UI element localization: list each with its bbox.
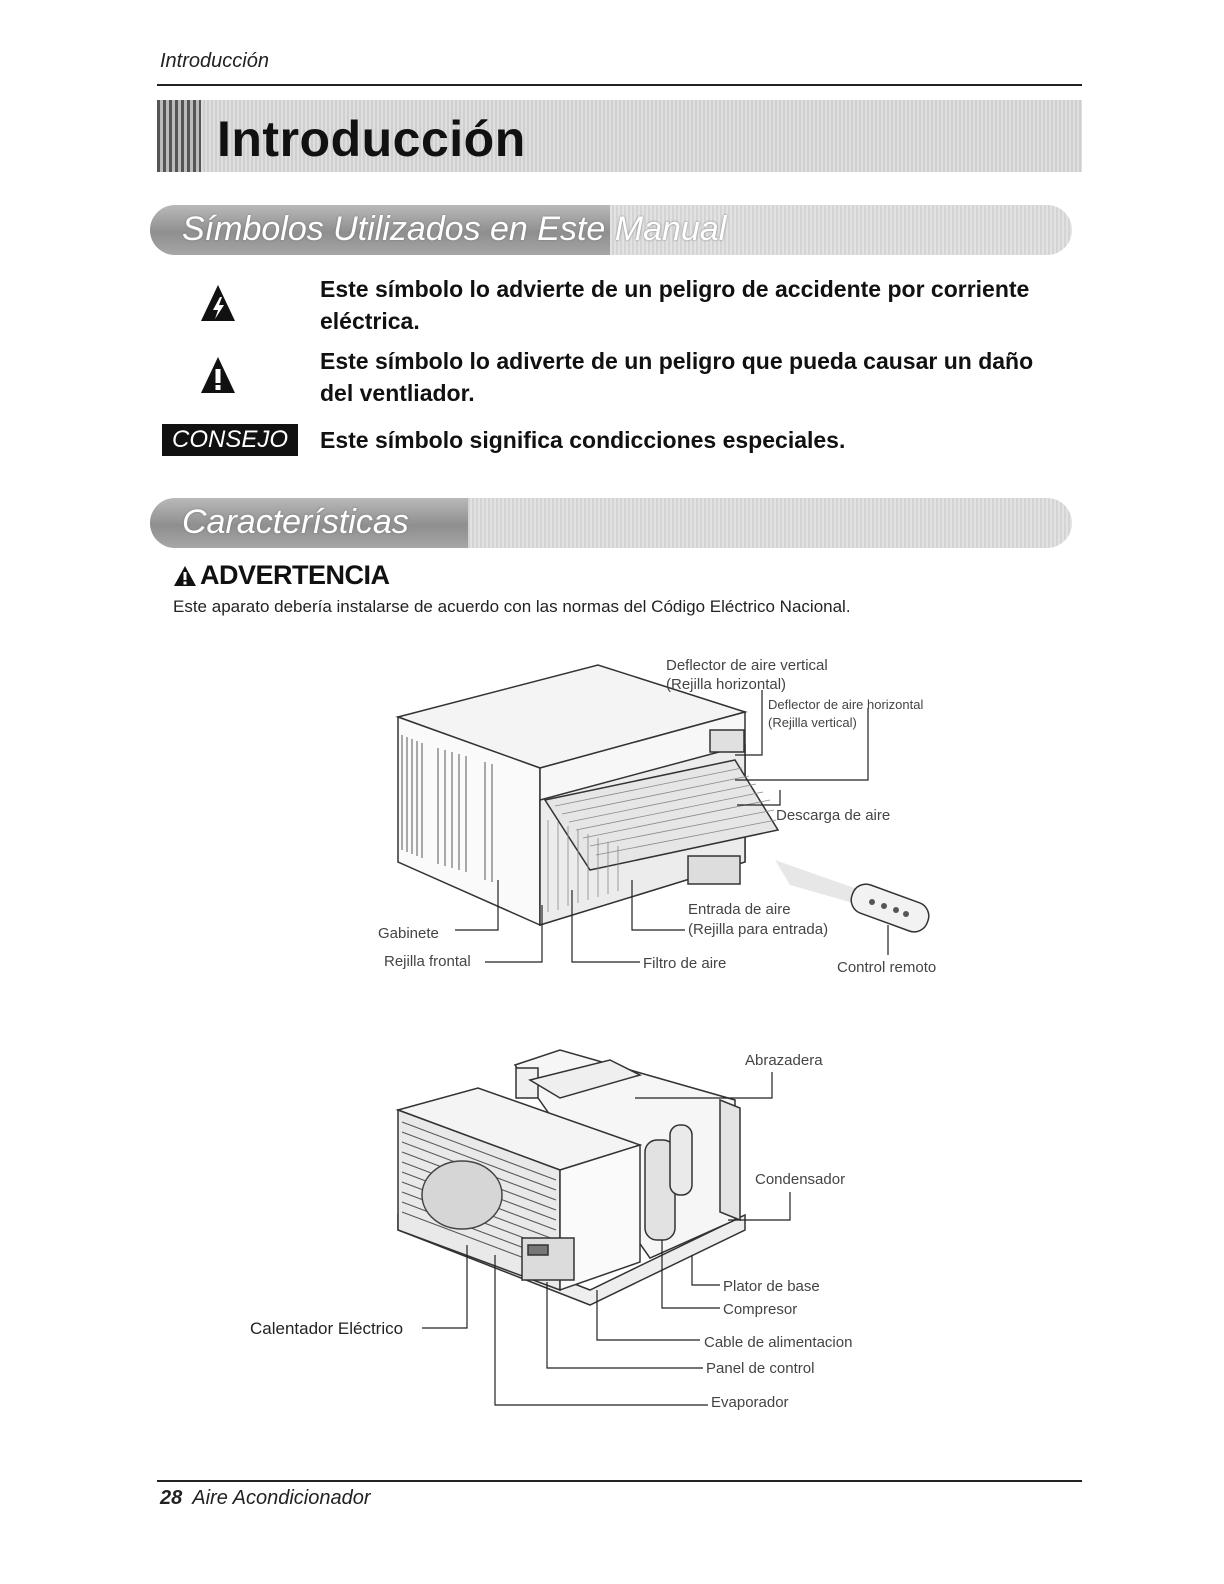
section-heading-features: Características	[150, 498, 1072, 548]
section-heading-symbols: Símbolos Utilizados en Este Manual	[150, 205, 1072, 255]
symbol-text-warning: Este símbolo lo adiverte de un peligro q…	[320, 348, 1034, 406]
section-heading-label: Características	[182, 503, 409, 541]
symbol-text-electric: Este símbolo lo advierte de un peligro d…	[320, 276, 1030, 334]
label-air-intake: Entrada de aire	[688, 901, 791, 918]
label-compressor: Compresor	[723, 1301, 797, 1318]
bottom-rule	[157, 1480, 1082, 1482]
front-leader-lines	[455, 690, 889, 963]
label-air-discharge: Descarga de aire	[776, 807, 890, 824]
remote-control-icon	[775, 860, 930, 933]
label-base-plate: Plator de base	[723, 1278, 820, 1295]
title-stripes	[157, 100, 201, 172]
label-vertical-deflector-sub: (Rejilla horizontal)	[666, 676, 786, 693]
page-title: Introducción	[217, 111, 526, 167]
label-control-panel: Panel de control	[706, 1360, 814, 1377]
label-power-cord: Cable de alimentacion	[704, 1334, 852, 1351]
warning-small-icon	[174, 566, 196, 586]
warning-text: Este aparato debería instalarse de acuer…	[173, 597, 851, 616]
front-unit-illustration	[395, 664, 780, 927]
page-number: 28	[160, 1487, 183, 1509]
warning-title: ADVERTENCIA	[200, 560, 390, 590]
label-condenser: Condensador	[755, 1171, 845, 1188]
footer-title: Aire Acondicionador	[192, 1487, 371, 1509]
label-heater: Calentador Eléctrico	[250, 1319, 403, 1338]
label-horizontal-deflector: Deflector de aire horizontal	[768, 697, 923, 712]
label-clamp: Abrazadera	[745, 1052, 823, 1069]
tip-badge: CONSEJO	[162, 424, 298, 456]
top-rule	[157, 84, 1082, 86]
running-head: Introducción	[160, 50, 269, 72]
back-leader-lines	[422, 1072, 791, 1406]
section-heading-shade	[150, 498, 468, 548]
title-band: Introducción	[157, 100, 1082, 172]
footer: 28 Aire Acondicionador	[160, 1487, 371, 1510]
section-heading-label: Símbolos Utilizados en Este Manual	[182, 210, 727, 248]
warning-icon	[200, 355, 236, 400]
label-cabinet: Gabinete	[378, 925, 439, 942]
section-heading-shade	[150, 205, 610, 255]
electric-hazard-icon	[200, 283, 236, 328]
back-unit-illustration	[395, 1049, 746, 1306]
label-vertical-deflector: Deflector de aire vertical	[666, 657, 828, 674]
label-air-intake-sub: (Rejilla para entrada)	[688, 921, 828, 938]
symbol-text-tip: Este símbolo significa condicciones espe…	[320, 427, 846, 453]
label-air-filter: Filtro de aire	[643, 955, 726, 972]
warning-heading: ADVERTENCIA	[173, 560, 390, 591]
label-horizontal-deflector-sub: (Rejilla vertical)	[768, 715, 857, 730]
label-evaporator: Evaporador	[711, 1394, 789, 1411]
label-front-grille: Rejilla frontal	[384, 953, 471, 970]
label-remote: Control remoto	[837, 959, 936, 976]
